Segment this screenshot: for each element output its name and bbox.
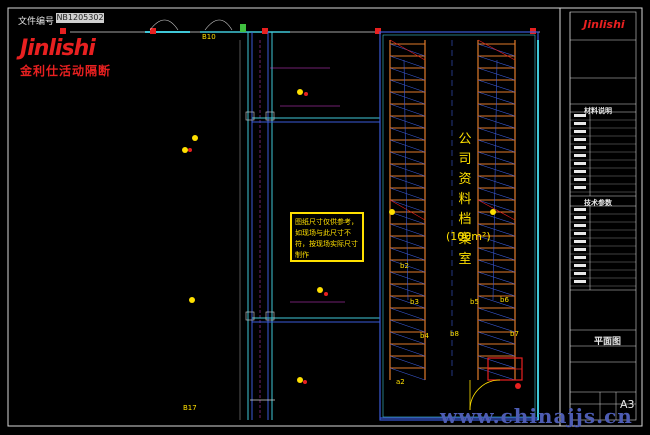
tb-cell-mark <box>574 248 586 251</box>
shelf-tag: b5 <box>470 298 479 306</box>
section-tech-heading: 技术参数 <box>584 199 612 207</box>
shelf-brace <box>477 115 516 129</box>
tb-cell-mark <box>574 130 586 133</box>
shelf-brace <box>477 175 516 189</box>
room-area: (100m²) <box>446 230 491 243</box>
tb-cell-mark <box>574 186 586 189</box>
shelf-tag: b6 <box>500 296 509 304</box>
shelf-brace <box>389 331 426 345</box>
tb-cell-mark <box>574 114 586 117</box>
shelf-brace <box>477 151 516 165</box>
shelf-brace <box>477 187 516 201</box>
shelf-brace <box>477 211 516 225</box>
file-number-label: 文件编号 <box>18 17 55 27</box>
shelf-tag: b2 <box>400 262 409 270</box>
tb-cell-mark <box>574 208 586 211</box>
title-block-logo: Jinlishi <box>583 18 625 31</box>
shelf-brace <box>389 307 426 321</box>
dimension-note: 图纸尺寸仅供参考，如现场与此尺寸不符，按现场实际尺寸制作 <box>290 212 364 262</box>
shelf-tag: b8 <box>450 330 459 338</box>
shelf-brace <box>477 139 516 153</box>
shelf-brace <box>389 127 426 141</box>
shelf-brace <box>389 55 426 69</box>
shelf-brace <box>477 343 516 357</box>
axis-label-top: B10 <box>202 33 216 41</box>
shelf-brace <box>477 319 516 333</box>
shelf-tag: b7 <box>510 330 519 338</box>
shelf-brace <box>389 163 426 177</box>
shelf-brace <box>477 199 516 213</box>
shelf-brace <box>389 211 426 225</box>
shelf-brace <box>477 55 516 69</box>
shelf-brace <box>477 307 516 321</box>
shelf-brace <box>389 343 426 357</box>
shelf-brace <box>389 295 426 309</box>
shelf-brace <box>389 139 426 153</box>
shelf-tag: a2 <box>396 378 405 386</box>
tb-cell-mark <box>574 280 586 283</box>
shelf-brace <box>389 223 426 237</box>
shelf-brace <box>389 67 426 81</box>
tb-cell-mark <box>574 170 586 173</box>
shelf-brace <box>477 163 516 177</box>
section-materials-heading: 材料说明 <box>584 107 612 115</box>
shelf-brace <box>389 103 426 117</box>
file-number-field: NB1205302 <box>56 13 104 23</box>
tb-cell-mark <box>574 240 586 243</box>
shelf-brace <box>477 259 516 273</box>
brand-name: Jinlishi <box>20 36 96 61</box>
tb-cell-mark <box>574 232 586 235</box>
shelf-brace <box>389 175 426 189</box>
shelf-brace <box>389 319 426 333</box>
brand-subtitle: 金利仕活动隔断 <box>20 64 112 78</box>
tb-cell-mark <box>574 256 586 259</box>
shelf-brace <box>477 295 516 309</box>
shelf-brace <box>389 151 426 165</box>
tb-cell-mark <box>574 178 586 181</box>
shelf-brace <box>477 247 516 261</box>
tb-cell-mark <box>574 216 586 219</box>
shelf-brace <box>389 91 426 105</box>
tb-cell-mark <box>574 162 586 165</box>
shelf-brace <box>389 199 426 213</box>
room-label: 公司资料档案室 <box>458 132 472 267</box>
shelf-brace <box>477 283 516 297</box>
watermark: www.chinajjs.cn <box>440 404 633 428</box>
shelf-brace <box>389 187 426 201</box>
shelf-brace <box>477 127 516 141</box>
tb-cell-mark <box>574 224 586 227</box>
tb-cell-mark <box>574 154 586 157</box>
brand-logo: Jinlishi 金利仕活动隔断 <box>20 38 130 79</box>
drawing-name: 平面图 <box>594 337 622 347</box>
shelf-brace <box>389 355 426 369</box>
shelf-brace <box>477 271 516 285</box>
tb-cell-mark <box>574 264 586 267</box>
shelf-brace <box>477 367 516 381</box>
tb-cell-mark <box>574 146 586 149</box>
axis-label-bottom: B17 <box>183 404 197 412</box>
shelf-tag: b3 <box>410 298 419 306</box>
shelf-tag: b4 <box>420 332 429 340</box>
shelf-brace <box>477 235 516 249</box>
shelf-brace <box>477 103 516 117</box>
shelf-brace <box>389 115 426 129</box>
shelf-brace <box>389 283 426 297</box>
shelf-brace <box>389 79 426 93</box>
shelf-brace <box>389 367 426 381</box>
shelf-brace <box>477 223 516 237</box>
sheet-size: A3 <box>620 398 635 411</box>
shelf-brace <box>477 355 516 369</box>
tb-cell-mark <box>574 122 586 125</box>
tb-cell-mark <box>574 138 586 141</box>
tb-cell-mark <box>574 272 586 275</box>
shelf-brace <box>477 331 516 345</box>
shelf-brace <box>389 235 426 249</box>
